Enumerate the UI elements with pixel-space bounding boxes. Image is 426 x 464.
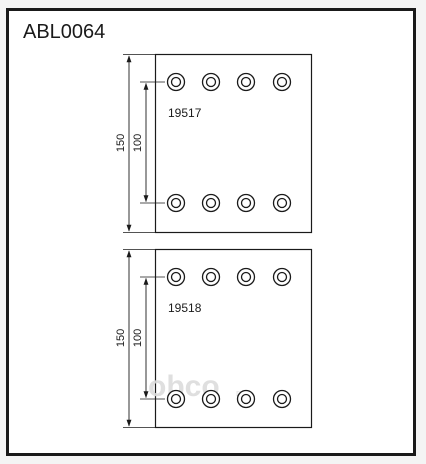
drawing-title: ABL0064 (23, 21, 105, 43)
rivet-hole (236, 389, 256, 409)
rivet-hole (236, 72, 256, 92)
rivet-hole (272, 193, 292, 213)
rivet-hole (166, 193, 186, 213)
rivet-hole (166, 389, 186, 409)
brake-pad-diagram-1: 150 100 19517 (115, 53, 313, 234)
outer-dimension-label: 150 (115, 134, 127, 152)
rivet-hole (201, 193, 221, 213)
inner-dimension-label: 100 (132, 134, 144, 152)
outer-dimension-label: 150 (115, 329, 127, 347)
rivet-hole (272, 72, 292, 92)
rivet-hole (166, 72, 186, 92)
rivet-hole (272, 267, 292, 287)
rivet-hole (236, 193, 256, 213)
rivet-hole (201, 72, 221, 92)
rivet-hole (272, 389, 292, 409)
part-code: 19518 (168, 301, 202, 315)
rivet-hole (236, 267, 256, 287)
inner-dimension-label: 100 (132, 329, 144, 347)
rivet-hole (201, 267, 221, 287)
brake-pad-diagram-2: 150 100 19518 obco ru (115, 248, 313, 429)
part-code: 19517 (168, 106, 202, 120)
rivet-hole (201, 389, 221, 409)
rivet-hole (166, 267, 186, 287)
